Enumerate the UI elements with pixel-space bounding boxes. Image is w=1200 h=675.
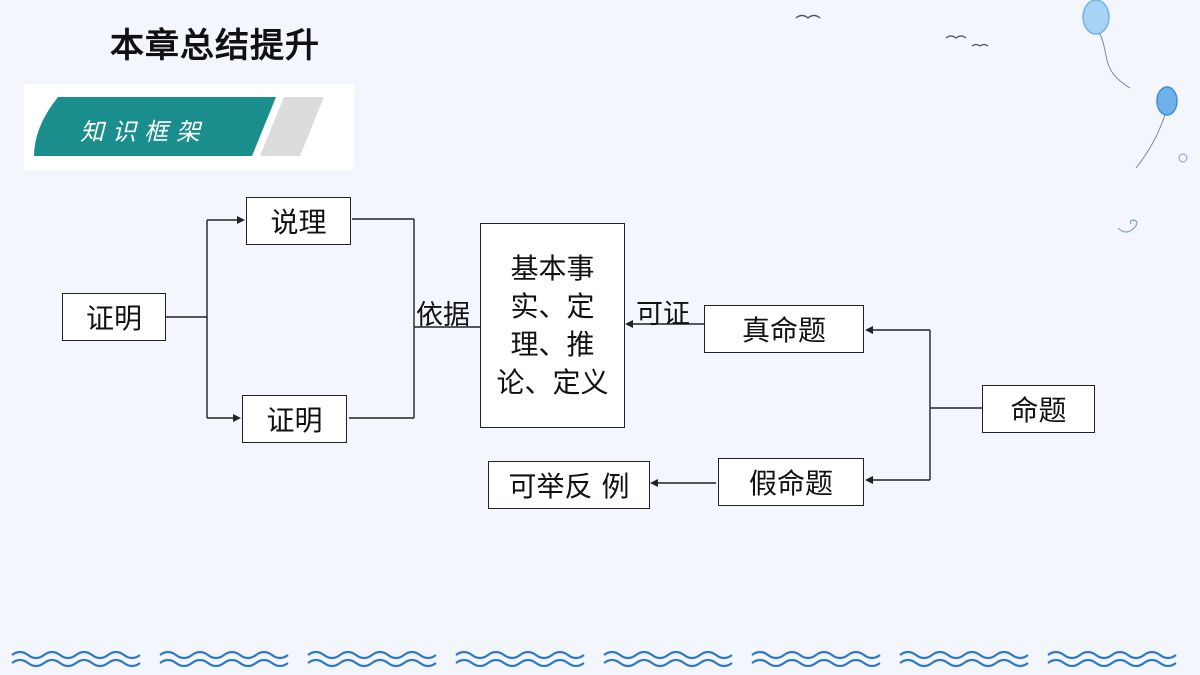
balloon-icon (1156, 86, 1178, 116)
swirl-icon (1117, 219, 1138, 233)
bird-icon (945, 35, 967, 39)
banner-label: 知识框架 (80, 118, 208, 146)
edge-label-yiju: 依据 (416, 300, 470, 331)
node-counterexample: 可举反 例 (488, 461, 650, 509)
balloon-icon (1082, 0, 1110, 35)
bird-icon (971, 43, 989, 47)
edge-label-kezheng: 可证 (636, 299, 690, 330)
bird-icon (795, 14, 821, 19)
node-jia-mingti: 假命题 (718, 458, 864, 506)
node-basis: 基本事实、定理、推论、定义 (480, 223, 625, 428)
node-mingti: 命题 (982, 385, 1095, 433)
wave-border (11, 650, 1177, 668)
banner-teal-shape (34, 97, 276, 156)
node-zhengming-child: 证明 (242, 395, 347, 443)
banner-gray-shape (260, 97, 324, 156)
node-shuoli: 说理 (246, 197, 351, 245)
node-zhen-mingti: 真命题 (704, 305, 864, 353)
node-zhengming-root: 证明 (62, 293, 166, 341)
page-title: 本章总结提升 (110, 26, 320, 66)
swirl-icon (1178, 153, 1188, 163)
